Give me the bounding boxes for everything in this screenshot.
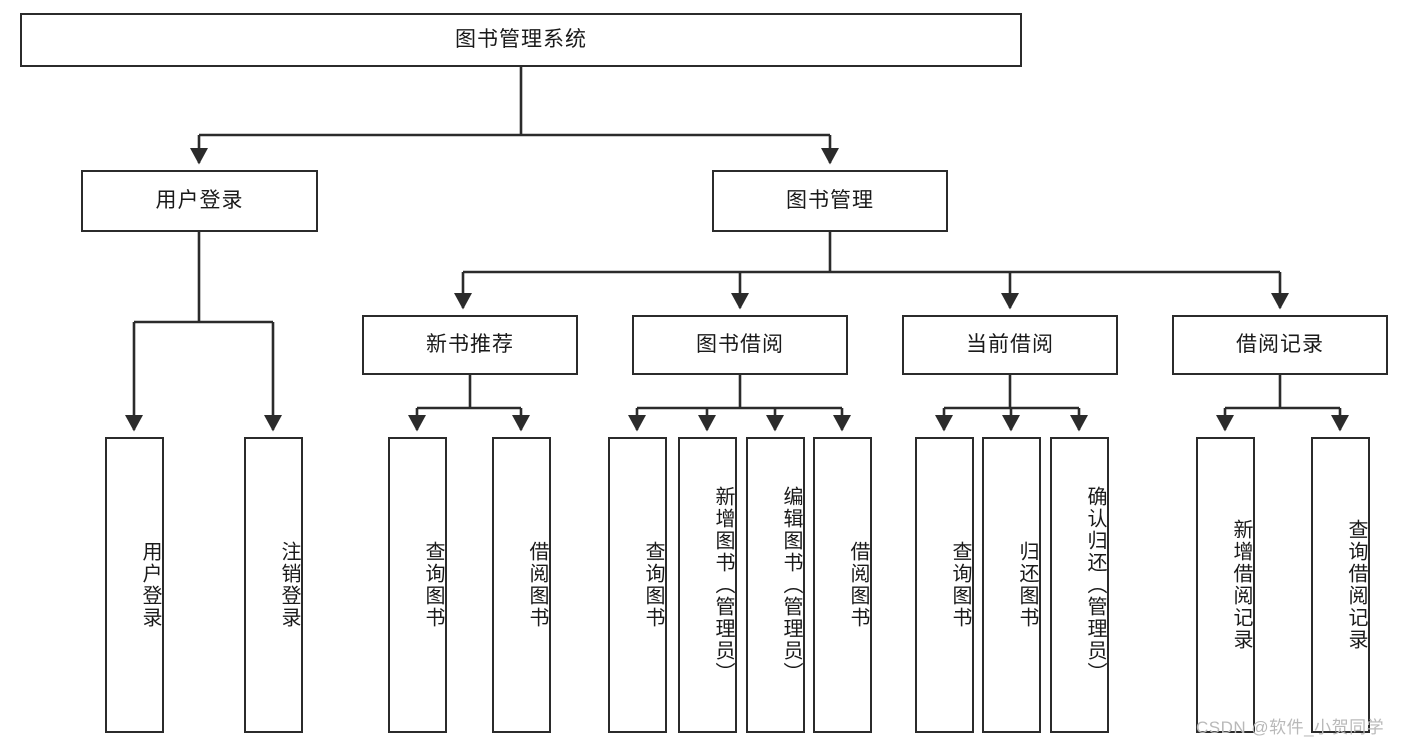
node-book-borrow[interactable]: 图书借阅 [632,315,848,375]
node-new-book-recommend[interactable]: 新书推荐 [362,315,578,375]
leaf-borrow-book-recommend[interactable]: 借阅图书 [492,437,551,733]
node-current-borrow[interactable]: 当前借阅 [902,315,1118,375]
node-borrow-record[interactable]: 借阅记录 [1172,315,1388,375]
leaf-user-login[interactable]: 用户登录 [105,437,164,733]
leaf-borrow-book[interactable]: 借阅图书 [813,437,872,733]
node-book-manage[interactable]: 图书管理 [712,170,948,232]
node-user-login[interactable]: 用户登录 [81,170,318,232]
leaf-confirm-return[interactable]: 确认归还（管理员） [1050,437,1109,733]
leaf-add-borrow-record[interactable]: 新增借阅记录 [1196,437,1255,733]
leaf-query-book-current[interactable]: 查询图书 [915,437,974,733]
leaf-query-borrow-record[interactable]: 查询借阅记录 [1311,437,1370,733]
leaf-query-book-borrow[interactable]: 查询图书 [608,437,667,733]
leaf-user-logout[interactable]: 注销登录 [244,437,303,733]
leaf-return-book[interactable]: 归还图书 [982,437,1041,733]
leaf-edit-book[interactable]: 编辑图书（管理员） [746,437,805,733]
leaf-query-book-recommend[interactable]: 查询图书 [388,437,447,733]
leaf-add-book[interactable]: 新增图书（管理员） [678,437,737,733]
node-root-system[interactable]: 图书管理系统 [20,13,1022,67]
